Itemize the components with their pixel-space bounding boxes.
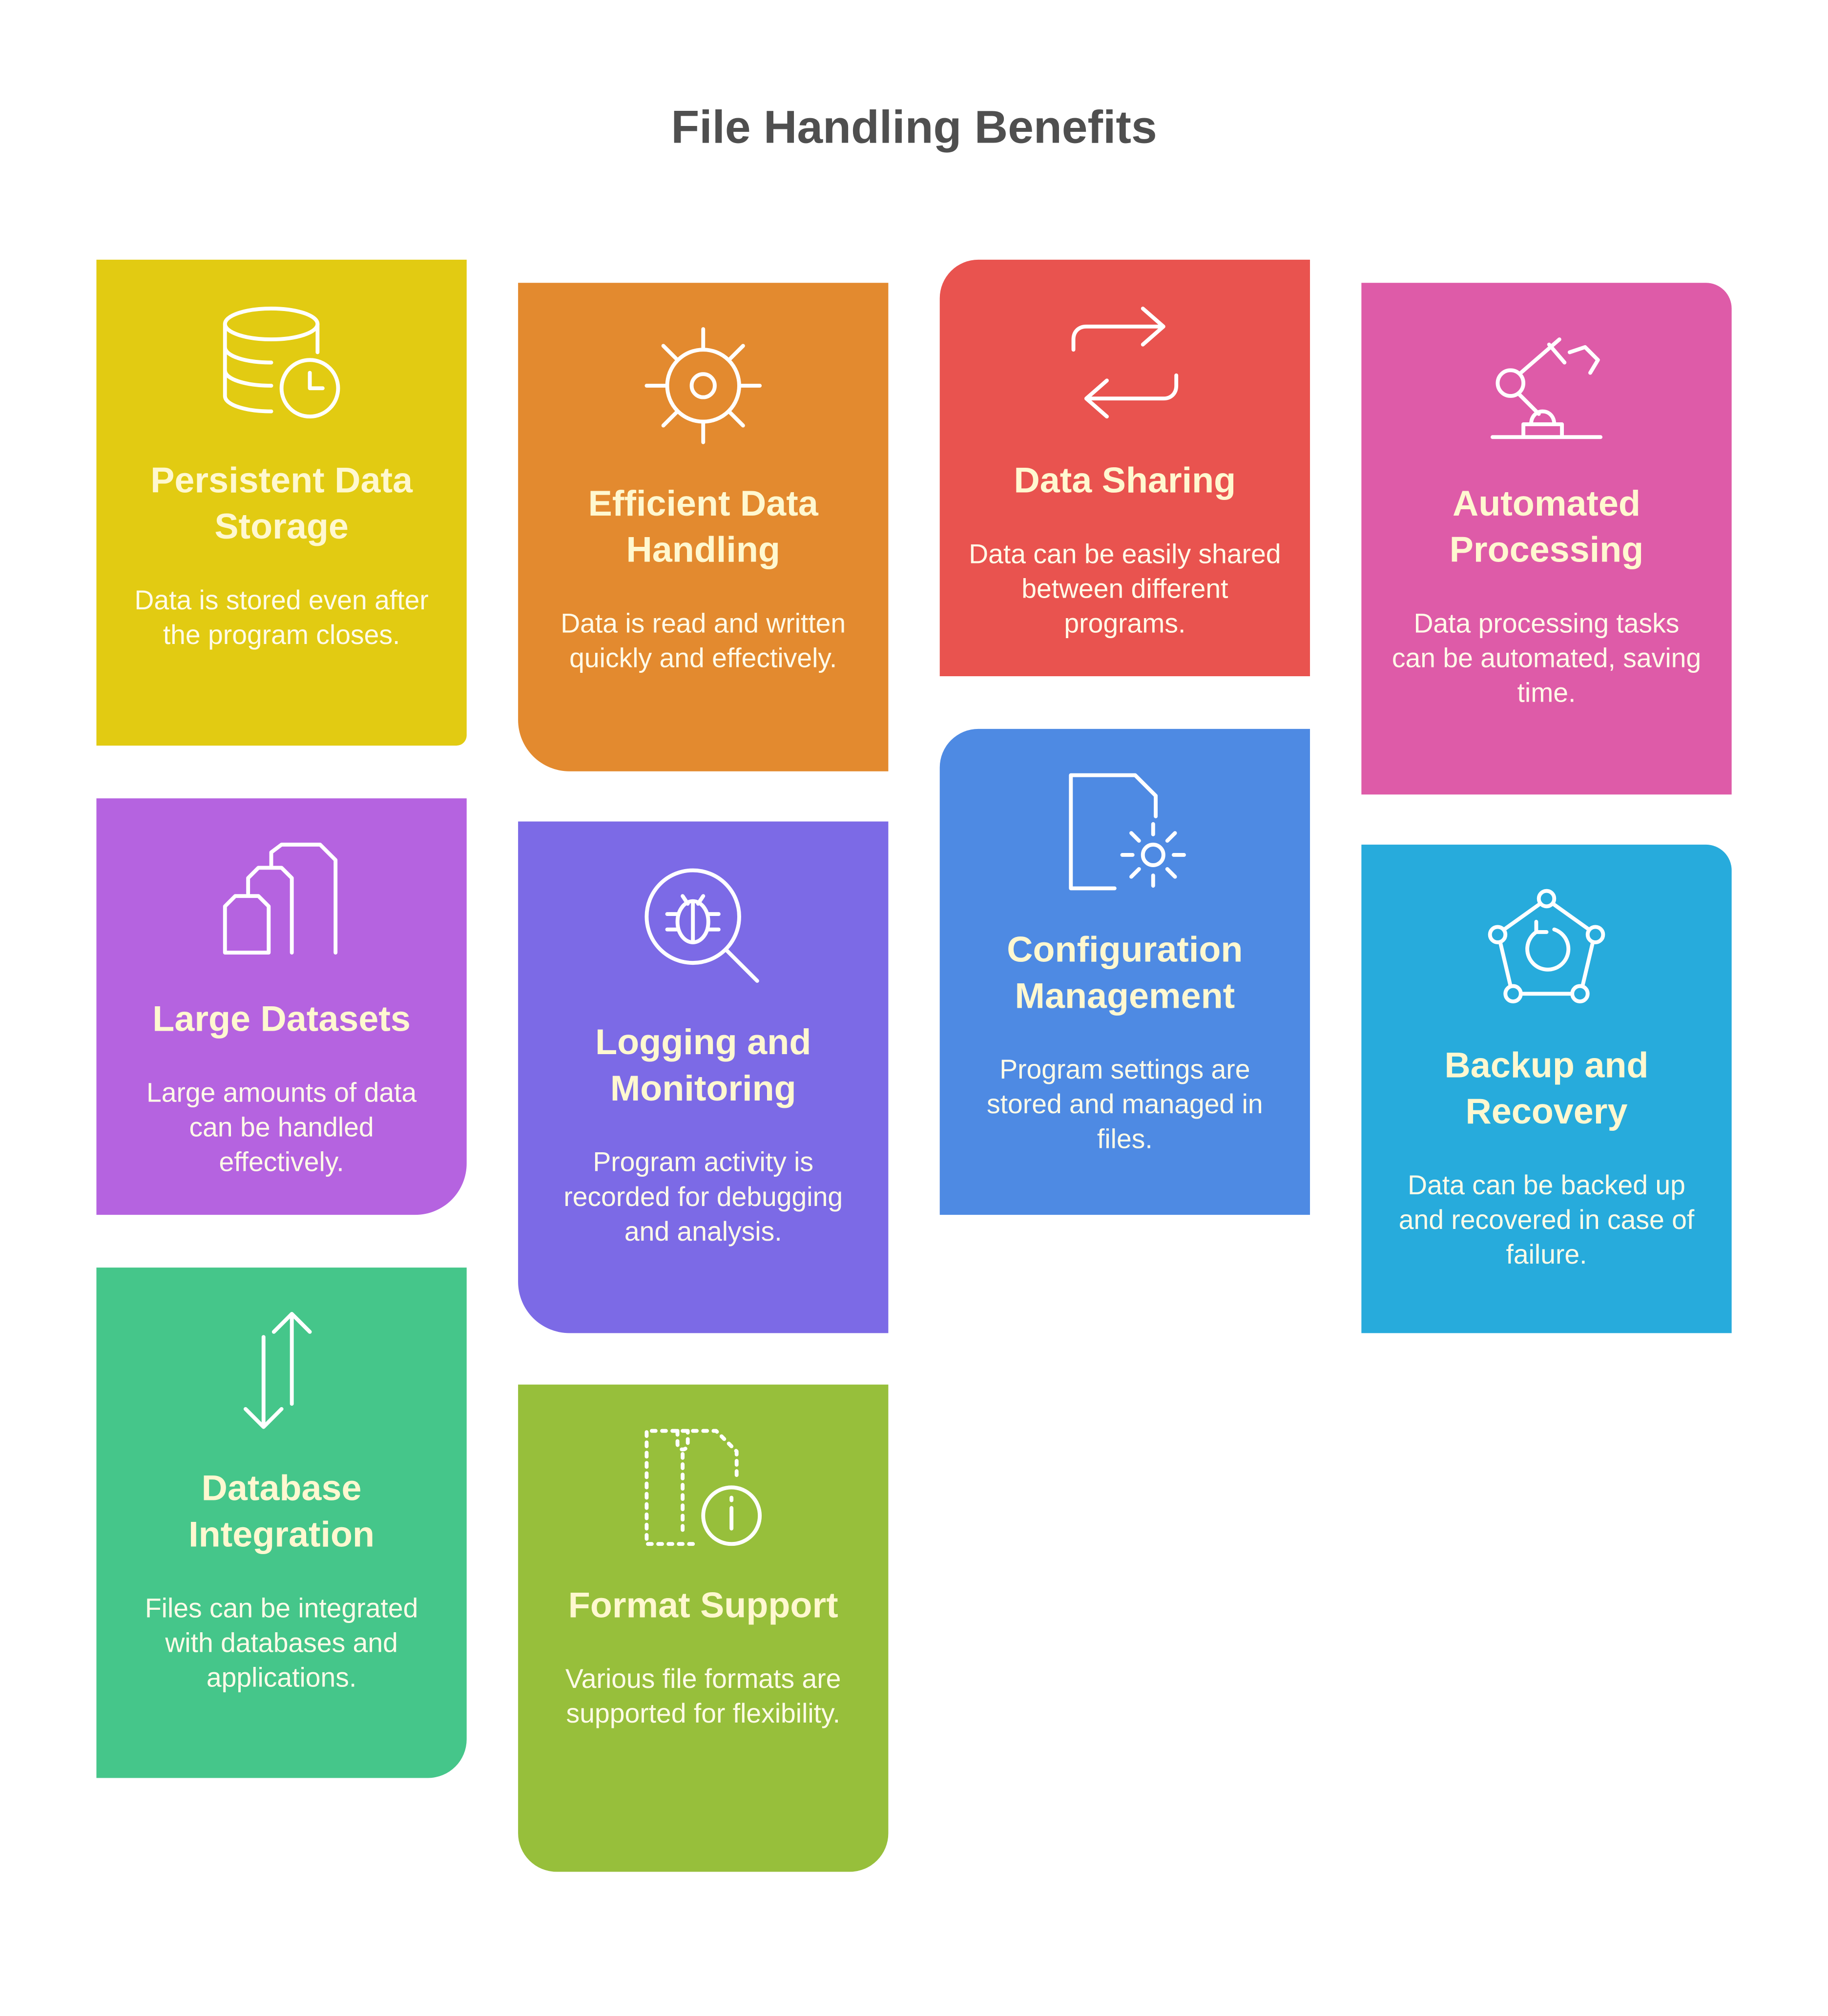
- card-title: Large Datasets: [152, 998, 411, 1039]
- card-description: Data can be easily shared between differ…: [969, 540, 1281, 639]
- robot-arm-icon: [1490, 337, 1603, 439]
- card-database-integration: Database Integration Files can be integr…: [96, 1268, 467, 1778]
- card-title: Automated Processing: [1449, 483, 1644, 570]
- card-configuration-management: Configuration Management Program setting…: [939, 728, 1310, 1215]
- sun-gear-icon: [644, 327, 762, 444]
- card-description: Data is read and written quickly and eff…: [561, 609, 846, 674]
- card-description: Data is stored even after the program cl…: [134, 586, 429, 651]
- card-description: Files can be integrated with databases a…: [145, 1594, 418, 1693]
- card-title: Efficient Data Handling: [588, 483, 818, 570]
- card-title: Format Support: [568, 1585, 838, 1625]
- card-description: Various file formats are supported for f…: [565, 1664, 841, 1729]
- card-backup-and-recovery: Backup and Recovery Data can be backed u…: [1361, 844, 1732, 1333]
- database-clock-icon: [223, 306, 340, 419]
- bug-search-icon: [644, 868, 759, 983]
- card-title: Persistent Data Storage: [150, 460, 413, 547]
- card-data-sharing: Data Sharing Data can be easily shared b…: [939, 259, 1310, 676]
- card-description: Data can be backed up and recovered in c…: [1398, 1171, 1695, 1270]
- recovery-network-icon: [1488, 889, 1605, 1004]
- card-title: Configuration Management: [1007, 929, 1243, 1016]
- card-description: Program settings are stored and managed …: [987, 1055, 1263, 1155]
- card-format-support: Format Support Various file formats are …: [518, 1384, 889, 1872]
- zip-file-info-icon: [644, 1429, 762, 1546]
- card-title: Backup and Recovery: [1444, 1045, 1649, 1132]
- up-down-arrows-icon: [243, 1311, 312, 1429]
- card-title: Logging and Monitoring: [595, 1022, 811, 1108]
- card-logging-and-monitoring: Logging and Monitoring Program activity …: [518, 821, 889, 1333]
- card-large-datasets: Large Datasets Large amounts of data can…: [96, 798, 467, 1215]
- card-description: Program activity is recorded for debuggi…: [563, 1148, 843, 1247]
- stacked-files-icon: [223, 842, 338, 955]
- card-persistent-data-storage: Persistent Data Storage Data is stored e…: [96, 259, 467, 746]
- card-title: Database Integration: [188, 1468, 375, 1555]
- page-title: File Handling Benefits: [671, 100, 1157, 153]
- swap-arrows-icon: [1071, 306, 1179, 419]
- card-description: Large amounts of data can be handled eff…: [146, 1079, 417, 1178]
- card-automated-processing: Automated Processing Data processing tas…: [1361, 283, 1732, 795]
- file-gear-icon: [1069, 773, 1186, 891]
- card-title: Data Sharing: [1014, 460, 1236, 500]
- card-efficient-data-handling: Efficient Data Handling Data is read and…: [518, 283, 889, 771]
- card-description: Data processing tasks can be automated, …: [1392, 609, 1702, 708]
